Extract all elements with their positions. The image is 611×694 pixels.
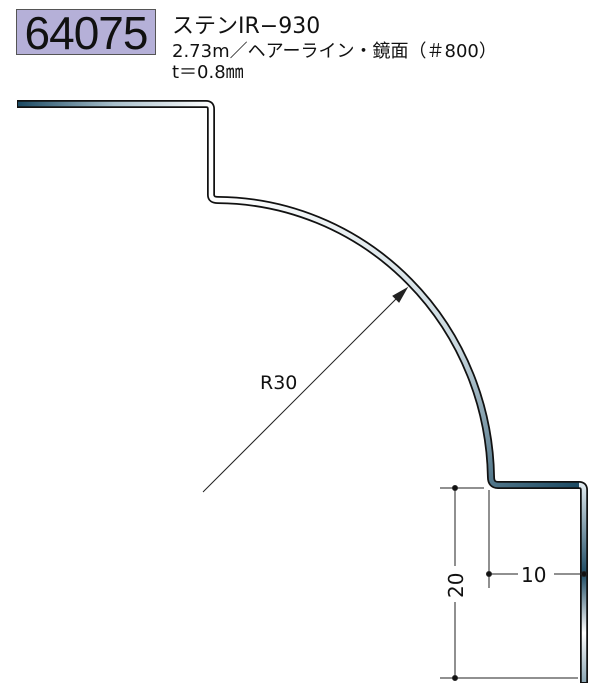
radius-arrow bbox=[392, 286, 409, 303]
steel-profile bbox=[17, 100, 588, 683]
width-label: 10 bbox=[521, 563, 546, 587]
product-name: ステンIR−930 bbox=[172, 14, 321, 39]
product-thickness: t＝0.8㎜ bbox=[172, 62, 244, 83]
radius-label: R30 bbox=[260, 372, 297, 394]
product-spec: 2.73m／ヘアーライン・鏡面（＃800） bbox=[172, 41, 497, 62]
radius-leader bbox=[202, 291, 404, 493]
dimension-lines bbox=[202, 286, 587, 681]
height-label: 20 bbox=[444, 573, 468, 598]
product-code-badge: 64075 bbox=[16, 9, 156, 56]
